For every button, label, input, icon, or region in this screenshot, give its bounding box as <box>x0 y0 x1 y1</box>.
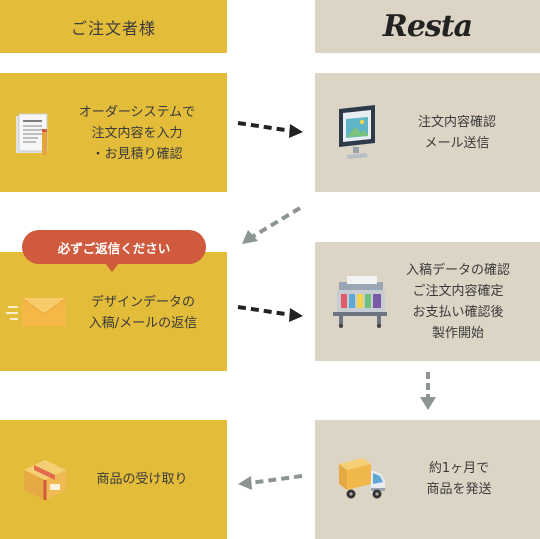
arrow-diagonal-down-left <box>242 206 302 244</box>
production-text: 入稿データの確認 ご注文内容確定 お支払い確認後 製作開始 <box>405 263 510 341</box>
reply-required-badge: 必ずご返信ください <box>22 230 206 264</box>
receive-text: 商品の受け取り <box>96 472 188 487</box>
envelope-icon <box>6 297 67 326</box>
resta-header: Resta <box>315 0 540 53</box>
printer-icon <box>333 276 387 328</box>
monitor-icon <box>339 105 375 159</box>
order-confirm-mail-text: 注文内容確認 メール送信 <box>417 115 496 151</box>
arrow-right-1 <box>237 121 303 138</box>
arrow-left <box>238 474 303 490</box>
delivery-truck-icon <box>339 458 385 499</box>
document-icon <box>16 113 48 157</box>
badge-pointer <box>105 263 119 272</box>
order-system-text: オーダーシステムで 注文内容を入力 ・お見積り確認 <box>78 105 196 162</box>
package-icon <box>24 460 66 500</box>
step-order-system: オーダーシステムで 注文内容を入力 ・お見積り確認 <box>0 73 227 192</box>
customer-header: ご注文者様 <box>0 0 227 53</box>
step-production: 入稿データの確認 ご注文内容確定 お支払い確認後 製作開始 <box>315 242 540 361</box>
step-receive: 商品の受け取り <box>0 420 227 539</box>
shipping-text: 約1ヶ月で 商品を発送 <box>426 461 492 497</box>
customer-header-title: ご注文者様 <box>70 18 156 38</box>
resta-logo: Resta <box>382 9 473 44</box>
arrow-right-2 <box>237 305 303 322</box>
arrow-down <box>420 372 436 410</box>
step-shipping: 約1ヶ月で 商品を発送 <box>315 420 540 539</box>
step-order-confirm-mail: 注文内容確認 メール送信 <box>315 73 540 192</box>
design-reply-text: デザインデータの 入稿/メールの返信 <box>88 295 198 331</box>
